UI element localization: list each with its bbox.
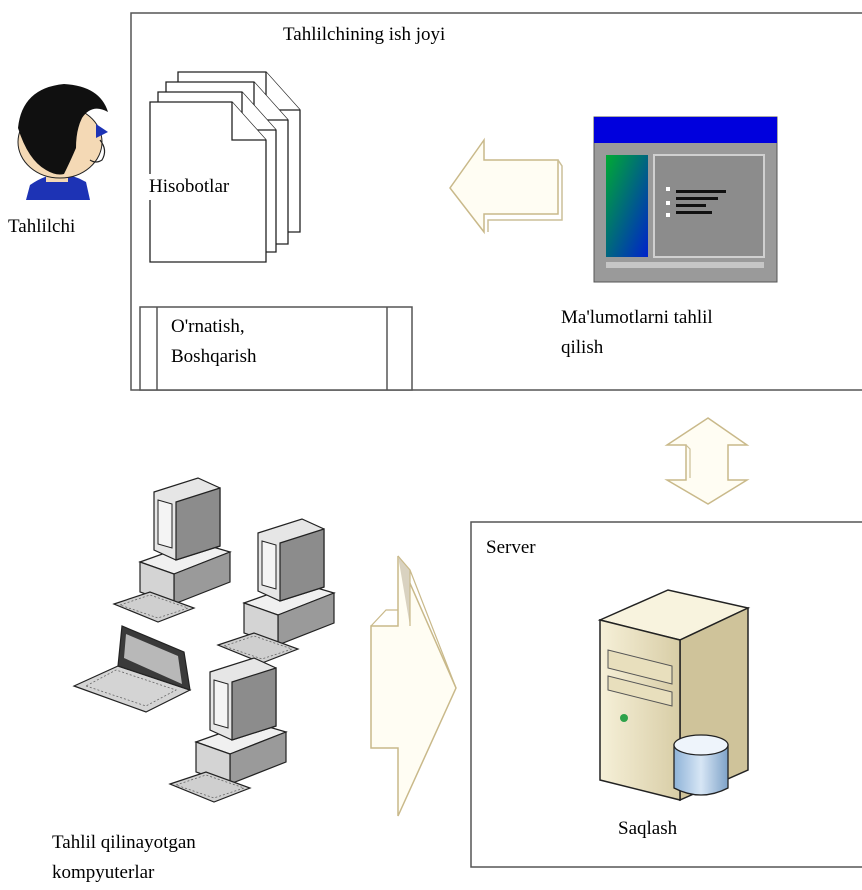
up-down-arrow-icon [664, 417, 750, 505]
left-arrow-icon [449, 137, 563, 235]
reports-documents-icon [149, 71, 301, 263]
server-frame [470, 521, 862, 868]
storage-cylinder-icon [673, 734, 729, 796]
analyst-label: Tahlilchi [8, 216, 76, 237]
setup-label-line2: Boshqarish [171, 346, 257, 367]
analyst-icon [17, 84, 108, 200]
right-arrow-icon [370, 555, 457, 817]
computers-label-line2: kompyuterlar [52, 862, 155, 883]
computers-label-line1: Tahlil qilinayotgan [52, 832, 196, 853]
analysis-label-line1: Ma'lumotlarni tahlil [561, 307, 713, 328]
server-title: Server [486, 537, 536, 558]
setup-panel [139, 306, 413, 391]
client-computer-1-icon [113, 477, 231, 623]
workspace-frame [130, 12, 862, 391]
client-laptop-icon [72, 625, 192, 713]
client-computer-2-icon [217, 518, 335, 664]
analysis-window-icon [593, 116, 778, 283]
reports-label: Hisobotlar [149, 174, 230, 200]
workspace-title: Tahlilchining ish joyi [283, 24, 446, 45]
analysis-label-line2: qilish [561, 337, 604, 358]
setup-label-line1: O'rnatish, [171, 316, 245, 337]
storage-label: Saqlash [618, 818, 678, 839]
